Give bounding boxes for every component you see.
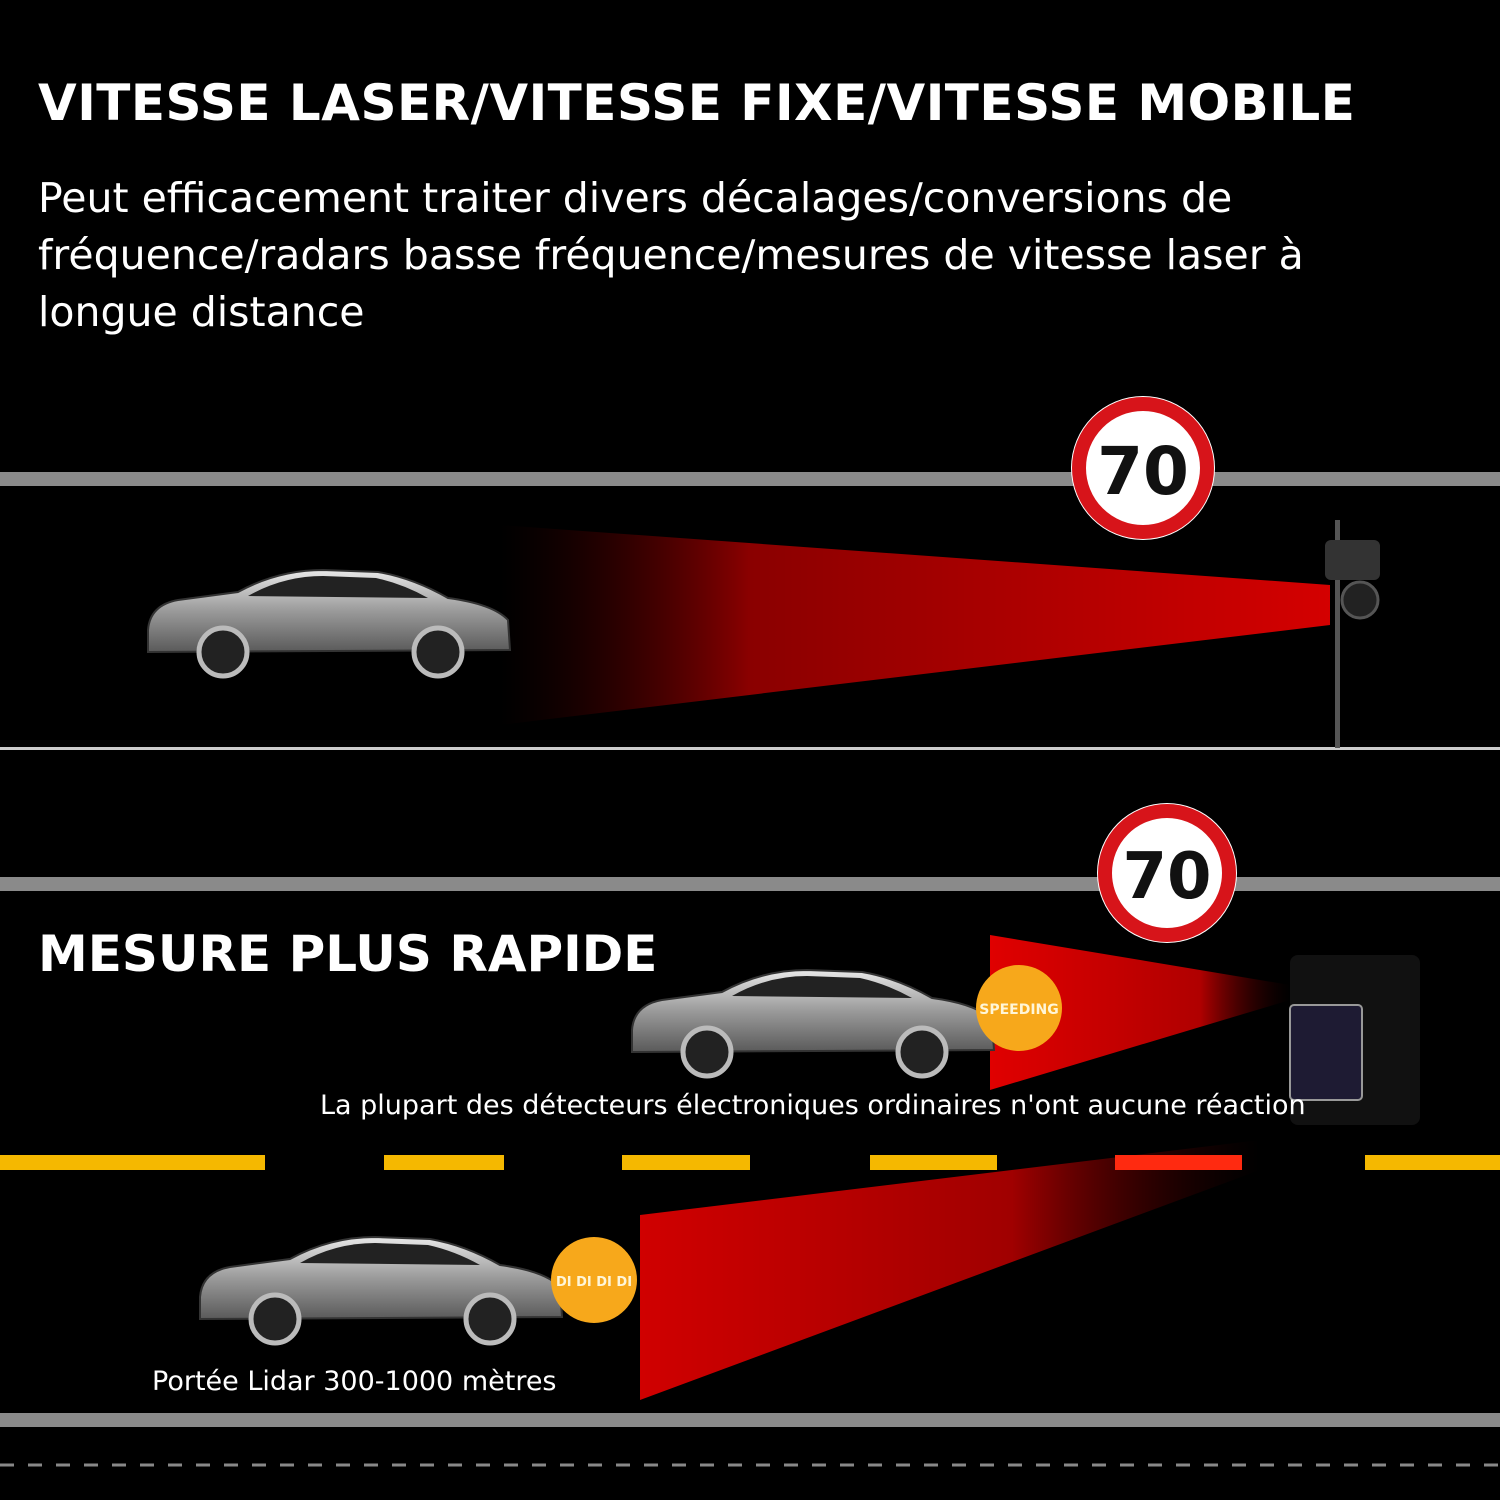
speeding-badge: SPEEDING <box>976 965 1062 1051</box>
detector-caption: La plupart des détecteurs électroniques … <box>320 1090 1306 1121</box>
laser-beam <box>500 525 1330 725</box>
road-edge-bottom <box>0 1413 1500 1427</box>
laser-beam-upper <box>990 935 1290 1090</box>
beep-label: DI DI DI DI <box>556 1275 632 1290</box>
traffic-camera-pole <box>1325 520 1380 748</box>
lane-dashes <box>0 1155 1500 1170</box>
speeding-label: SPEEDING <box>979 1002 1059 1018</box>
speed-limit-value: 70 <box>1122 840 1211 914</box>
speed-limit-value: 70 <box>1097 433 1189 510</box>
laser-beam-lower <box>640 1140 1260 1400</box>
range-caption: Portée Lidar 300-1000 mètres <box>152 1366 557 1397</box>
beep-badge: DI DI DI DI <box>551 1237 637 1323</box>
page-title: VITESSE LASER/VITESSE FIXE/VITESSE MOBIL… <box>38 74 1356 132</box>
description: Peut efficacement traiter divers décalag… <box>38 174 1304 336</box>
speed-camera-box <box>1289 955 1420 1125</box>
road-edge-line <box>0 747 1500 750</box>
speed-limit-sign-top: 70 <box>1071 396 1215 540</box>
section-title: MESURE PLUS RAPIDE <box>38 925 658 983</box>
speed-limit-sign-bottom: 70 <box>1097 803 1237 943</box>
